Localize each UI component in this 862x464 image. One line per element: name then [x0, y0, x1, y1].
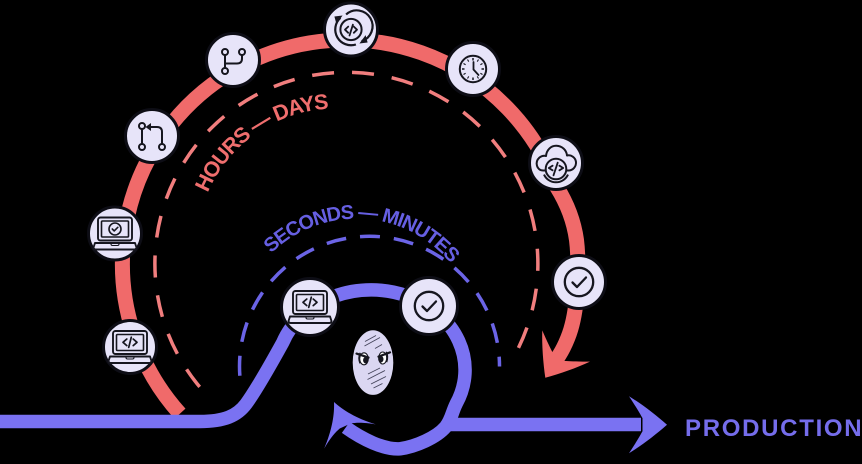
- svg-text:PRODUCTION: PRODUCTION: [685, 415, 862, 442]
